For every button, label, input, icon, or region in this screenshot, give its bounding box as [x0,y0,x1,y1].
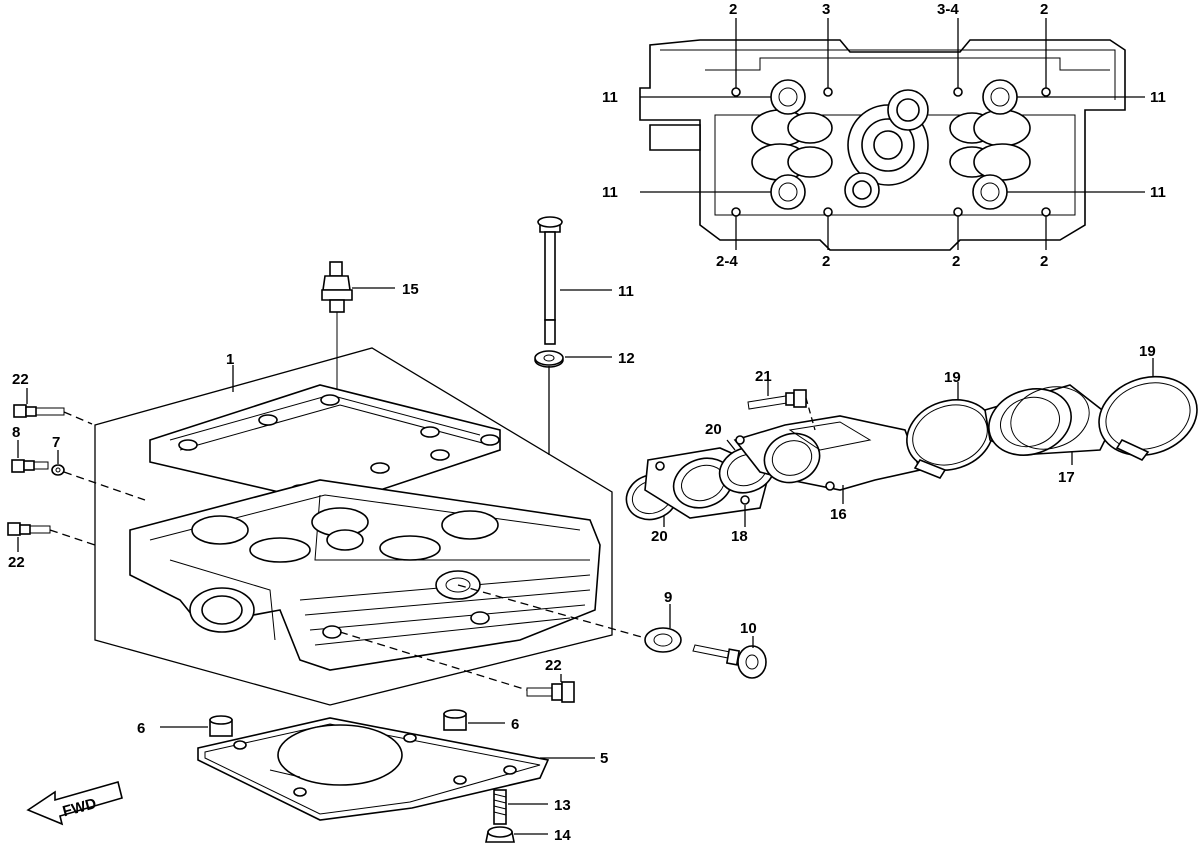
bolt-22-upper: 22 [12,371,93,425]
top-view-callout-11-lower-right: 11 [1150,184,1166,201]
callout-15: 15 [402,281,419,298]
gasket-9: 9 [457,584,682,653]
bolt-8: 8 [11,424,49,473]
callout-16: 16 [830,506,847,523]
top-view-callout-3: 3 [822,1,830,18]
cylinder-head-gasket-5: 5 [197,717,608,821]
bolt-10: 10 [692,620,767,679]
top-view-callout-11-upper-right: 11 [1150,89,1166,106]
callout-19-left: 19 [944,369,961,386]
top-view-callout-2a: 2 [729,1,737,18]
bolt-22-lower: 22 [7,522,96,571]
top-view-callout-3-4: 3-4 [937,1,959,18]
intake-hose-17: 17 [984,384,1117,486]
callout-22-lower: 22 [8,554,25,571]
callout-22-upper: 22 [12,371,29,388]
callout-6-right: 6 [511,716,519,733]
top-view-callout-11-upper-left: 11 [602,89,618,106]
top-view-callout-2e: 2 [1040,253,1048,270]
callout-13: 13 [554,797,571,814]
top-view-callout-2-4: 2-4 [716,253,738,270]
top-view-callout-2d: 2 [952,253,960,270]
callout-17: 17 [1058,469,1075,486]
intake-manifold-16: 16 [733,415,922,523]
callout-10: 10 [740,620,757,637]
dowel-6-right: 6 [443,709,519,733]
top-view-callout-11-lower-left: 11 [602,184,618,201]
top-view-callout-2b: 2 [1040,1,1048,18]
callout-18: 18 [731,528,748,545]
callout-12: 12 [618,350,635,367]
callout-22-middle: 22 [545,657,562,674]
callout-9: 9 [664,589,672,606]
callout-19-right: 19 [1139,343,1156,360]
spark-plug-15: 15 [321,261,419,470]
stud-13: 13 [493,789,571,825]
callout-1: 1 [226,351,234,368]
callout-5: 5 [600,750,608,767]
top-view-callout-2c: 2 [822,253,830,270]
callout-20-upper: 20 [705,421,722,438]
callout-11: 11 [618,283,634,300]
washer-12: 12 [534,350,635,368]
nut-14: 14 [485,826,571,844]
bolt-22-middle: 22 [339,631,575,703]
callout-21: 21 [755,368,772,385]
cylinder-head-1: 1 [94,347,613,706]
callout-20-lower: 20 [651,528,668,545]
cylinder-head-top-view: 2 3 3-4 2 11 11 11 11 2-4 2 2 2 [602,1,1166,270]
clamp-19-right: 19 [1098,343,1198,462]
bolt-21: 21 [747,368,816,431]
fwd-arrow: FWD [26,781,123,826]
head-bolt-11: 11 [537,216,634,345]
callout-14: 14 [554,827,571,844]
dowel-6-left: 6 [137,715,233,737]
callout-7: 7 [52,434,60,451]
callout-6-left: 6 [137,720,145,737]
washer-7: 7 [51,434,146,501]
callout-8: 8 [12,424,20,441]
